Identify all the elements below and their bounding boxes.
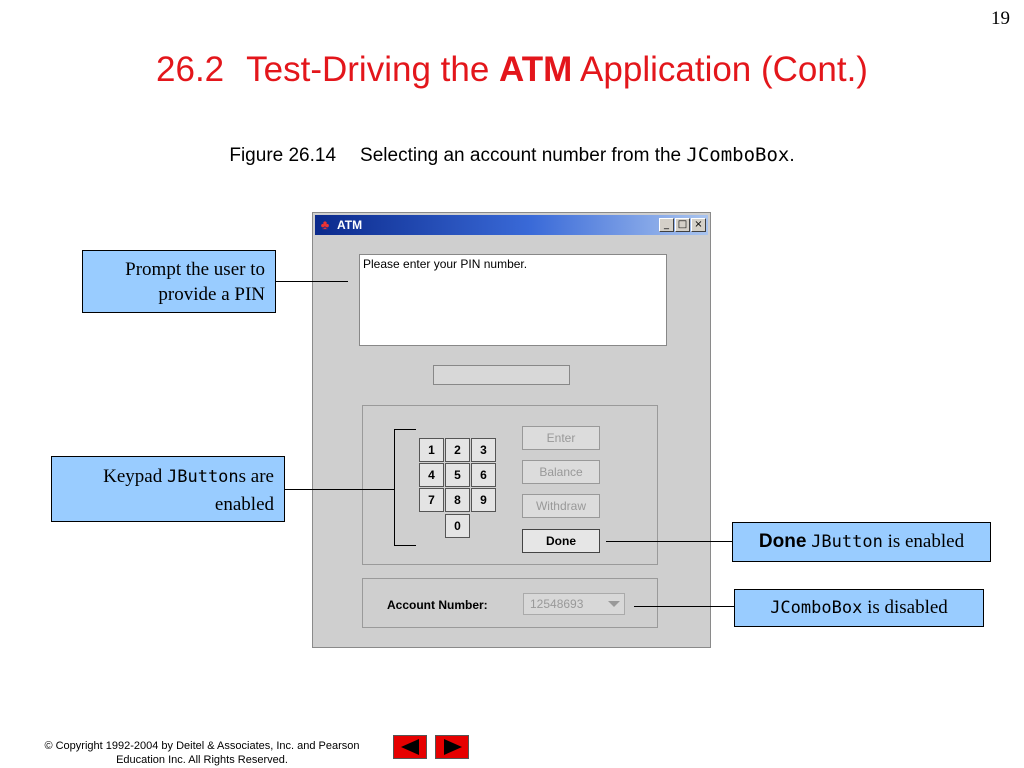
keypad-panel	[362, 405, 658, 565]
key-6[interactable]: 6	[471, 463, 496, 487]
figure-caption: Figure 26.14 Selecting an account number …	[0, 144, 1024, 167]
callout-prompt: Prompt the user to provide a PIN	[82, 250, 276, 313]
enter-button[interactable]: Enter	[522, 426, 600, 450]
callout-keypad-post: s are	[238, 466, 274, 487]
callout-combo-code: JComboBox	[770, 598, 863, 618]
key-5[interactable]: 5	[445, 463, 470, 487]
caption-text: Selecting an account number from the	[360, 145, 682, 166]
callout-prompt-line2: provide a PIN	[158, 284, 265, 305]
window-titlebar[interactable]: ♣ ATM _ □ ×	[315, 215, 708, 235]
callout-keypad-pre: Keypad	[103, 466, 167, 487]
footer-line2: Education Inc. All Rights Reserved.	[116, 754, 288, 766]
key-1[interactable]: 1	[419, 438, 444, 462]
page-number: 19	[991, 8, 1010, 29]
minimize-button[interactable]: _	[659, 218, 674, 232]
account-combobox[interactable]: 12548693	[523, 593, 625, 615]
account-panel	[362, 578, 658, 628]
title-prefix: Test-Driving the	[246, 50, 490, 89]
atm-window: ♣ ATM _ □ × Please enter your PIN number…	[312, 212, 711, 648]
callout-done-post: is enabled	[887, 531, 965, 552]
title-bold: ATM	[499, 50, 573, 89]
callout-prompt-line	[276, 281, 348, 282]
dropdown-arrow-icon[interactable]	[608, 601, 620, 607]
callout-keypad: Keypad JButtons are enabled	[51, 456, 285, 522]
callout-done-code: JButton	[811, 532, 883, 552]
window-title: ATM	[337, 218, 363, 232]
balance-button[interactable]: Balance	[522, 460, 600, 484]
close-button[interactable]: ×	[691, 218, 706, 232]
caption-code: JComboBox	[686, 144, 790, 166]
callout-done: Done JButton is enabled	[732, 522, 991, 562]
callout-keypad-line2: enabled	[214, 494, 274, 515]
callout-combo-line	[634, 606, 734, 607]
keypad-bracket	[394, 429, 416, 546]
done-button[interactable]: Done	[522, 529, 600, 553]
key-4[interactable]: 4	[419, 463, 444, 487]
account-number-label: Account Number:	[387, 598, 488, 612]
copyright-footer: © Copyright 1992-2004 by Deitel & Associ…	[14, 739, 390, 767]
account-selected-value: 12548693	[530, 597, 584, 611]
callout-prompt-line1: Prompt the user to	[125, 259, 265, 280]
withdraw-button[interactable]: Withdraw	[522, 494, 600, 518]
callout-done-line	[606, 541, 732, 542]
prev-slide-button[interactable]	[393, 735, 427, 759]
next-slide-button[interactable]	[435, 735, 469, 759]
slide-title: 26.2 Test-Driving the ATM Application (Co…	[0, 50, 1024, 90]
callout-combo-post: is disabled	[867, 597, 948, 618]
callout-combo: JComboBox is disabled	[734, 589, 984, 627]
key-2[interactable]: 2	[445, 438, 470, 462]
pin-field[interactable]	[433, 365, 570, 385]
atm-app-icon[interactable]: ♣	[320, 217, 330, 232]
caption-period: .	[789, 145, 795, 166]
callout-keypad-code: JButton	[167, 467, 239, 487]
message-textarea[interactable]: Please enter your PIN number.	[359, 254, 667, 346]
key-0[interactable]: 0	[445, 514, 470, 538]
key-9[interactable]: 9	[471, 488, 496, 512]
title-suffix: Application (Cont.)	[580, 50, 868, 89]
maximize-button[interactable]: □	[675, 218, 690, 232]
section-number: 26.2	[156, 50, 225, 89]
key-7[interactable]: 7	[419, 488, 444, 512]
key-8[interactable]: 8	[445, 488, 470, 512]
left-arrow-icon	[401, 739, 419, 755]
footer-line1: © Copyright 1992-2004 by Deitel & Associ…	[44, 740, 360, 752]
callout-keypad-line	[285, 489, 395, 490]
key-3[interactable]: 3	[471, 438, 496, 462]
right-arrow-icon	[444, 739, 462, 755]
callout-done-bold: Done	[758, 531, 807, 552]
figure-number: Figure 26.14	[229, 145, 337, 166]
